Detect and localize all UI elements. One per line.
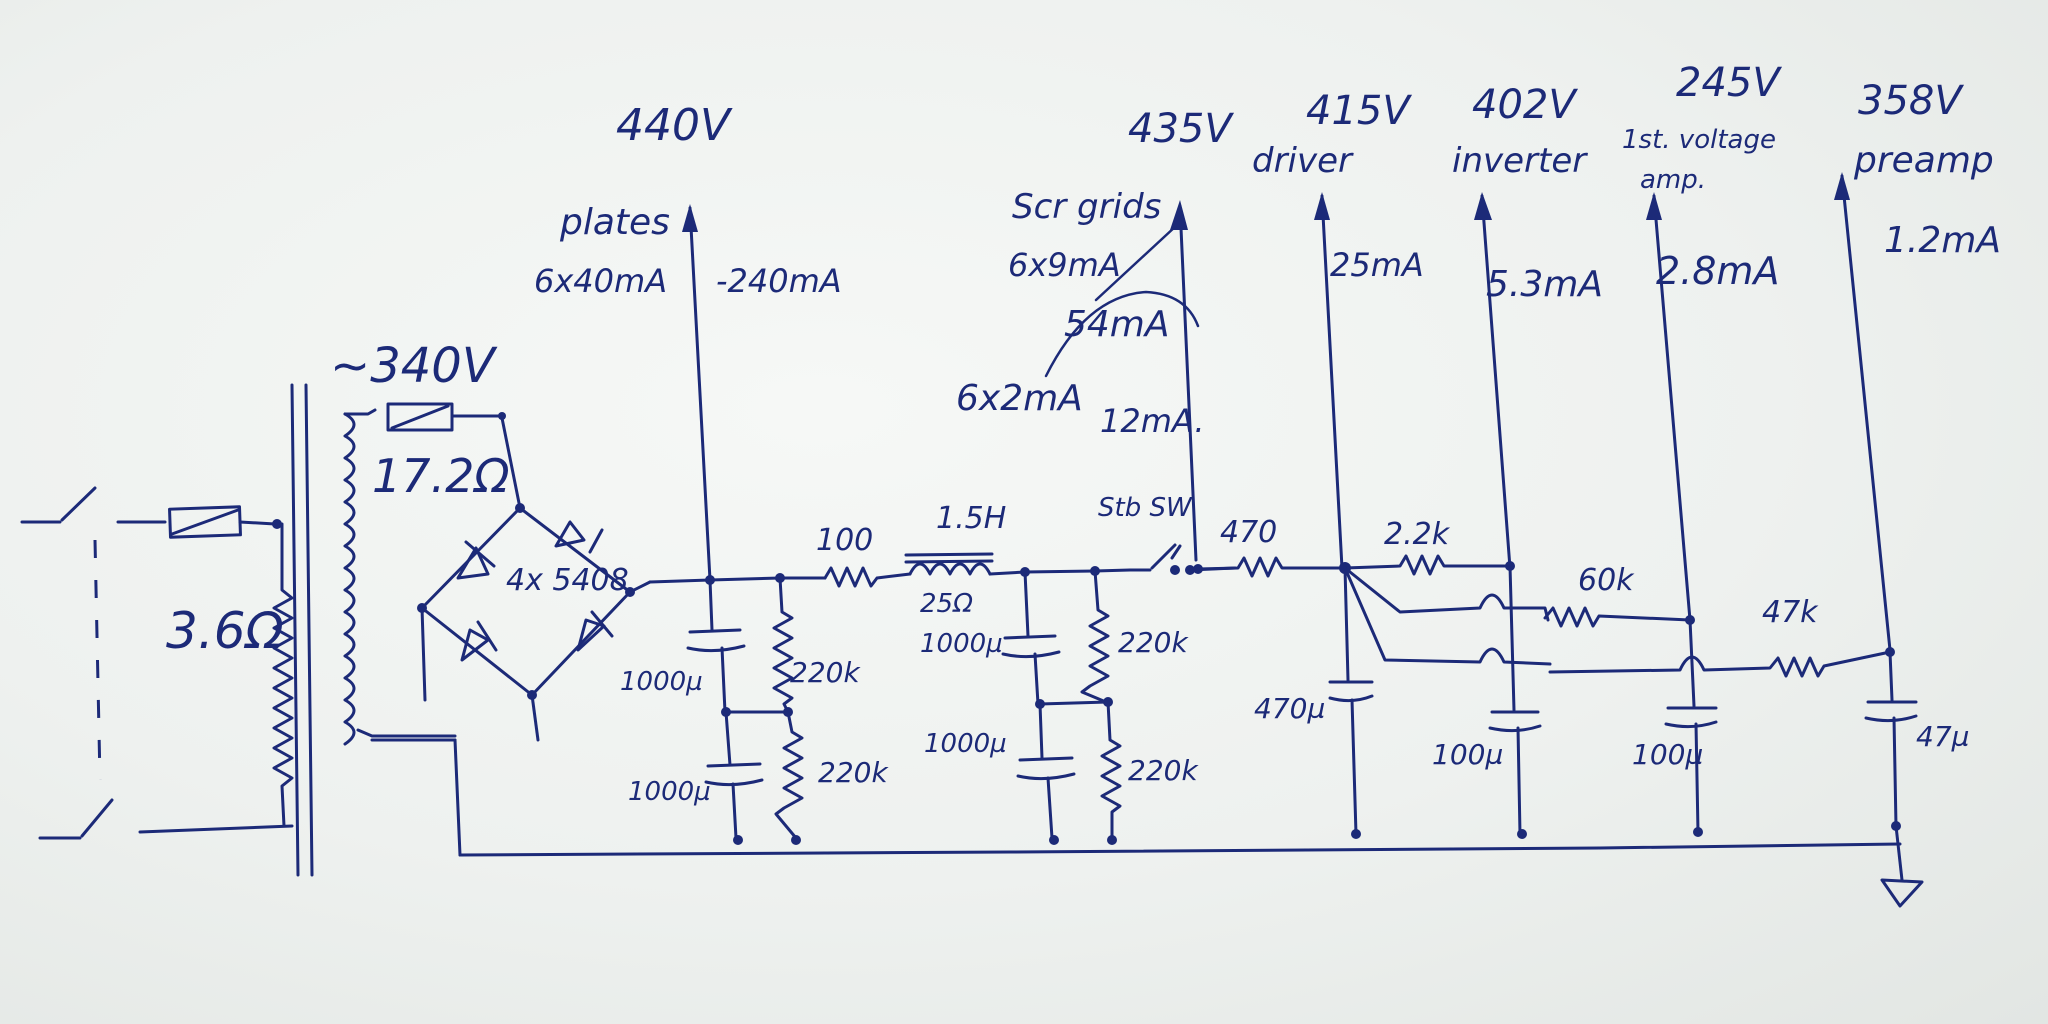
inverter-label: inverter: [1452, 141, 1588, 181]
choke-label: 1.5H: [936, 501, 1006, 536]
screen-current-a: 6x9mA: [1008, 246, 1121, 284]
r2k2-label: 2.2k: [1384, 517, 1451, 552]
plate-bus: [648, 576, 827, 584]
plates-label: plates: [559, 202, 670, 243]
bridge-output: [628, 580, 652, 594]
preamp-current: 1.2mA: [1884, 220, 2001, 261]
c470-label: 470µ: [1254, 692, 1325, 725]
mains-switch: [20, 486, 294, 840]
vamp-voltage: 245V: [1676, 60, 1782, 106]
preamp-voltage: 358V: [1858, 78, 1964, 124]
r470-label: 470: [1220, 515, 1277, 550]
series-res-label: 100: [816, 523, 873, 558]
c100a-label: 100µ: [1432, 738, 1503, 771]
cap2-label: 1000µ: [628, 777, 711, 807]
screen-current-b: 54mA: [1064, 304, 1170, 345]
secondary-resistor: [386, 402, 522, 510]
stb-sw-label: Stb SW: [1098, 493, 1193, 523]
plates-voltage: 440V: [616, 100, 733, 151]
series-resistor-choke: [823, 552, 1132, 588]
screen-voltage: 435V: [1128, 106, 1234, 152]
ac-voltage-label: ~340V: [330, 338, 498, 394]
res4-label: 220k: [1128, 754, 1199, 787]
driver-label: driver: [1252, 141, 1354, 181]
plates-current-a: 6x40mA: [534, 262, 667, 300]
ground-bus: [458, 842, 1902, 857]
screen-label: Scr grids: [1012, 187, 1161, 227]
vamp-label-a: 1st. voltage: [1622, 125, 1776, 155]
res2-label: 220k: [818, 756, 889, 789]
r47k-label: 47k: [1762, 595, 1819, 630]
preamp-label: preamp: [1853, 140, 1994, 181]
screen-current-c: 6x2mA: [956, 378, 1083, 419]
res1-label: 220k: [790, 656, 861, 689]
transformer: [290, 383, 457, 877]
r60k-label: 60k: [1578, 563, 1635, 598]
res3-label: 220k: [1118, 626, 1189, 659]
bridge-rectifier: [370, 503, 635, 857]
cap4-label: 1000µ: [924, 729, 1007, 759]
rail-arrows: [682, 172, 1892, 652]
first-filter: [686, 573, 804, 845]
vamp-label-b: amp.: [1640, 165, 1706, 195]
cap3-label: 1000µ: [920, 629, 1003, 659]
driver-voltage: 415V: [1306, 88, 1412, 134]
inverter-voltage: 402V: [1472, 82, 1578, 128]
c47-label: 47µ: [1916, 720, 1969, 753]
lower-network: [1196, 554, 1924, 908]
c100b-label: 100µ: [1632, 738, 1703, 771]
choke-res-label: 25Ω: [920, 589, 973, 619]
driver-current: 25mA: [1330, 246, 1424, 284]
plates-current-b: -240mA: [716, 262, 842, 300]
screen-current-d: 12mA.: [1100, 402, 1205, 440]
screen-crossout: [1044, 224, 1200, 378]
secondary-resistor-label: 17.2Ω: [372, 449, 510, 503]
second-filter: [1001, 569, 1122, 845]
cap1-label: 1000µ: [620, 667, 703, 697]
rectifier-label: 4x 5408: [506, 563, 629, 598]
vamp-current: 2.8mA: [1656, 249, 1779, 293]
primary-resistor: [168, 505, 294, 828]
inverter-current: 5.3mA: [1486, 264, 1603, 305]
primary-resistor-label: 3.6Ω: [166, 602, 284, 660]
